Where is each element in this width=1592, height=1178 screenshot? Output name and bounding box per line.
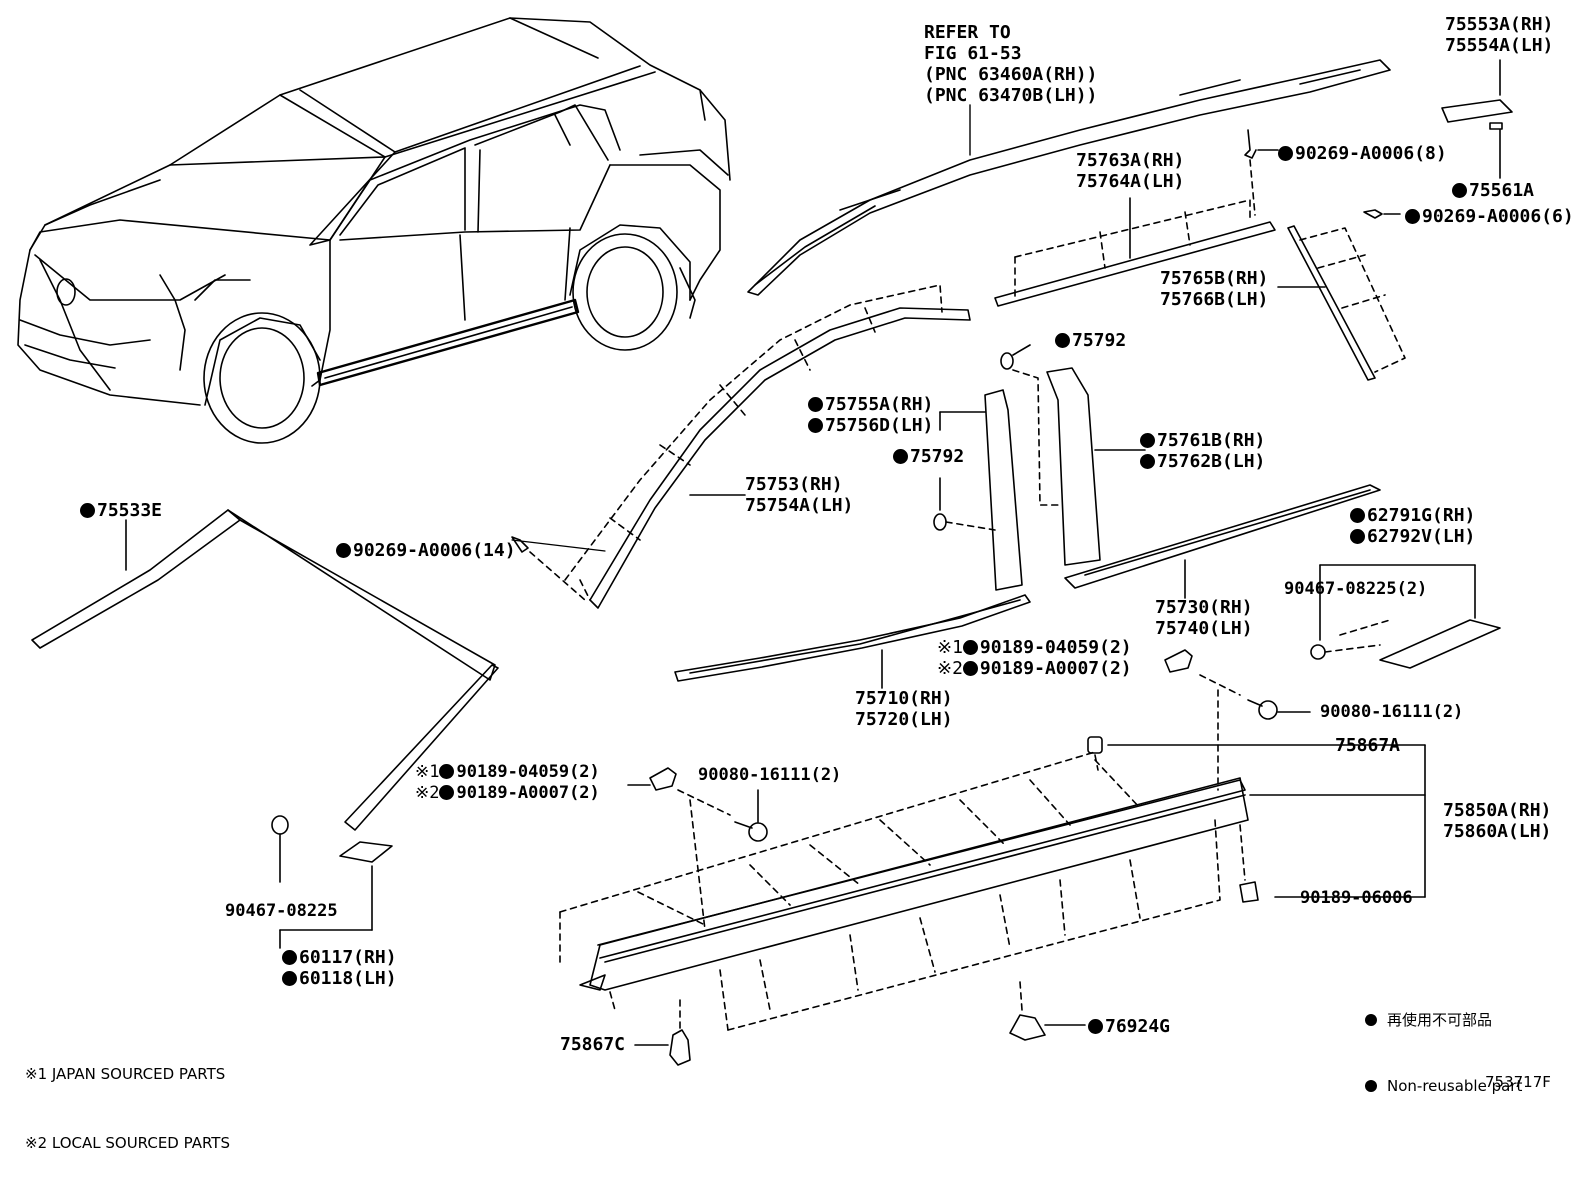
non-reusable-dot-icon xyxy=(1055,333,1070,348)
label-75792-upper: 75792 xyxy=(1055,330,1126,351)
b-pillar-applique-front xyxy=(934,390,1022,590)
label-75710: 75710(RH)75720(LH) xyxy=(855,688,953,730)
label-75761b: 75761B(RH)75762B(LH) xyxy=(1140,430,1265,472)
non-reusable-dot-icon xyxy=(1350,529,1365,544)
grommet-left xyxy=(628,768,767,930)
non-reusable-dot-icon xyxy=(282,971,297,986)
non-reusable-dot-icon xyxy=(1365,1080,1377,1092)
label-75553a: 75553A(RH)75554A(LH) xyxy=(1445,14,1554,56)
label-75867c: 75867C xyxy=(560,1034,626,1055)
non-reusable-dot-icon xyxy=(1350,508,1365,523)
legend-en: Non-reusable part xyxy=(1387,1077,1523,1095)
roof-rail xyxy=(748,60,1390,295)
clip-90269-top xyxy=(1245,130,1278,215)
label-75763a: 75763A(RH)75764A(LH) xyxy=(1076,150,1185,192)
non-reusable-dot-icon xyxy=(962,661,978,676)
non-reusable-dot-icon xyxy=(1088,1019,1103,1034)
label-75533e: 75533E xyxy=(80,500,162,521)
rocker-molding xyxy=(560,745,1425,1030)
roof-side-molding xyxy=(512,285,970,608)
label-90269-14: 90269-A0006(14) xyxy=(336,540,516,561)
note-japan: ※1 JAPAN SOURCED PARTS xyxy=(25,1065,226,1083)
note-local: ※2 LOCAL SOURCED PARTS xyxy=(25,1134,230,1152)
pillar-applique-rear xyxy=(1001,345,1145,565)
non-reusable-dot-icon xyxy=(1405,209,1420,224)
label-75753: 75753(RH)75754A(LH) xyxy=(745,474,854,516)
vehicle-illustration xyxy=(18,18,730,443)
roof-rail-end-cover xyxy=(1442,60,1512,178)
label-90189-06006: 90189-06006 xyxy=(1300,888,1413,908)
non-reusable-dot-icon xyxy=(1452,183,1467,198)
non-reusable-dot-icon xyxy=(439,785,455,800)
label-75561a: 75561A xyxy=(1452,180,1534,201)
non-reusable-dot-icon xyxy=(1365,1014,1377,1026)
label-90467-2: 90467-08225(2) xyxy=(1284,579,1428,599)
leader-lines xyxy=(512,540,605,551)
non-reusable-dot-icon xyxy=(808,397,823,412)
clip-90189-06006 xyxy=(1240,825,1258,902)
label-75755a: 75755A(RH)75756D(LH) xyxy=(808,394,933,436)
clip-75867A xyxy=(1088,737,1102,770)
non-reusable-dot-icon xyxy=(282,950,297,965)
sourcing-notes: ※1 JAPAN SOURCED PARTS ※2 LOCAL SOURCED … xyxy=(25,1017,230,1178)
roof-drip-strip xyxy=(995,198,1275,306)
clip-75867C xyxy=(635,1000,690,1065)
label-75792-lower: 75792 xyxy=(893,446,964,467)
label-90080-right: 90080-16111(2) xyxy=(1320,702,1464,722)
label-90467-08225: 90467-08225 xyxy=(225,901,338,921)
non-reusable-dot-icon xyxy=(808,418,823,433)
parts-diagram xyxy=(0,0,1592,1099)
diagram-id: 753717F xyxy=(1485,1073,1551,1091)
label-76924g: 76924G xyxy=(1088,1016,1170,1037)
non-reusable-dot-icon xyxy=(1140,454,1155,469)
non-reusable-dot-icon xyxy=(336,543,351,558)
fender-garnish xyxy=(1311,565,1500,668)
non-reusable-dot-icon xyxy=(1278,146,1293,161)
label-75730: 75730(RH)75740(LH) xyxy=(1155,597,1253,639)
label-90269-8: 90269-A0006(8) xyxy=(1278,143,1447,164)
label-75850a: 75850A(RH)75860A(LH) xyxy=(1443,800,1552,842)
molding-clip-60117 xyxy=(272,816,392,948)
label-62791g: 62791G(RH)62792V(LH) xyxy=(1350,505,1475,547)
rear-pillar-strip xyxy=(1278,226,1405,380)
label-75765b: 75765B(RH)75766B(LH) xyxy=(1160,268,1269,310)
legend: 再使用不可部品 Non-reusable part xyxy=(1365,968,1522,1118)
belt-molding-front xyxy=(675,595,1030,688)
clip-76924G xyxy=(1010,1015,1085,1040)
label-90080-left: 90080-16111(2) xyxy=(698,765,842,785)
non-reusable-dot-icon xyxy=(80,503,95,518)
non-reusable-dot-icon xyxy=(893,449,908,464)
clip-90269-right xyxy=(1364,210,1400,218)
non-reusable-dot-icon xyxy=(1140,433,1155,448)
label-60117: 60117(RH)60118(LH) xyxy=(282,947,397,989)
non-reusable-dot-icon xyxy=(439,764,455,779)
belt-molding-rear xyxy=(1065,485,1380,598)
legend-jp: 再使用不可部品 xyxy=(1387,1011,1493,1029)
label-90269-6: 90269-A0006(6) xyxy=(1405,206,1574,227)
grommet-right xyxy=(1165,650,1310,790)
label-75867a: 75867A xyxy=(1335,735,1401,756)
windshield-molding xyxy=(32,510,498,830)
non-reusable-dot-icon xyxy=(962,640,978,655)
